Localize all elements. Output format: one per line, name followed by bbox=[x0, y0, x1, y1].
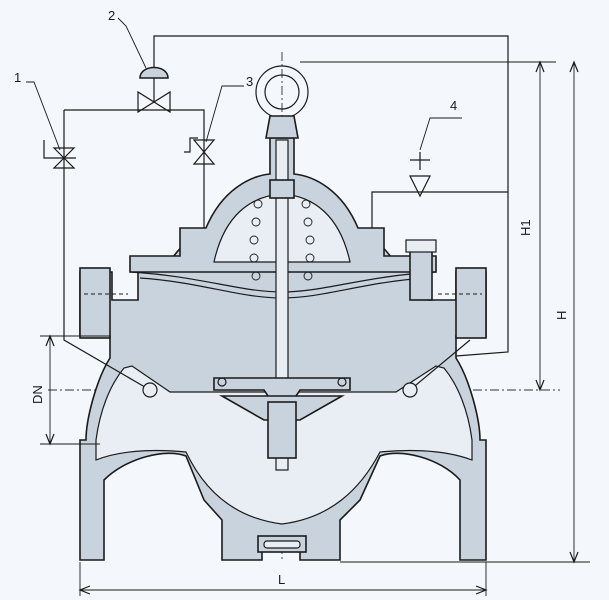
left-flange bbox=[79, 267, 111, 339]
lifting-eye-neck bbox=[265, 115, 299, 139]
right-flange bbox=[455, 267, 487, 339]
left-tap-port bbox=[142, 382, 158, 398]
callout-3: 3 bbox=[246, 74, 253, 89]
seat-ring-right bbox=[337, 377, 347, 387]
callout-1: 1 bbox=[14, 70, 21, 85]
control-valve-2 bbox=[137, 66, 171, 114]
spring bbox=[249, 199, 315, 281]
stem-guide bbox=[269, 179, 295, 199]
needle-valve-3 bbox=[184, 137, 216, 165]
control-line-lower bbox=[409, 339, 471, 391]
right-tap-port bbox=[402, 382, 418, 398]
pilot-pipe-left bbox=[63, 110, 151, 391]
h-arrow-top bbox=[569, 60, 579, 73]
dn-arrow-top bbox=[45, 334, 55, 347]
control-line-right bbox=[371, 191, 508, 228]
l-arrow-left bbox=[78, 585, 91, 595]
callout-4: 4 bbox=[450, 98, 457, 113]
h1-arrow-bottom bbox=[535, 379, 545, 392]
dn-label: DN bbox=[30, 385, 45, 404]
leader-2 bbox=[117, 17, 147, 69]
l-arrow-right bbox=[475, 585, 488, 595]
seat-ring-left bbox=[217, 377, 227, 387]
gauge-4 bbox=[409, 152, 431, 198]
leader-3 bbox=[205, 85, 244, 143]
h1-arrow-top bbox=[535, 60, 545, 73]
drain-plug-hex bbox=[263, 540, 301, 549]
cover-bolt-head bbox=[405, 239, 437, 253]
h-label: H bbox=[554, 311, 569, 320]
pilot-pipe-top bbox=[64, 109, 205, 228]
callout-2: 2 bbox=[108, 8, 115, 23]
needle-valve-1 bbox=[43, 140, 76, 169]
dn-arrow-bottom bbox=[45, 433, 55, 446]
leader-4 bbox=[419, 117, 462, 151]
h-arrow-bottom bbox=[569, 551, 579, 564]
lifting-eye-inner bbox=[264, 74, 300, 110]
leader-1 bbox=[26, 81, 61, 151]
l-label: L bbox=[278, 572, 285, 587]
stem-nut bbox=[267, 401, 297, 459]
h1-label: H1 bbox=[518, 219, 533, 236]
control-line-top bbox=[153, 35, 509, 357]
